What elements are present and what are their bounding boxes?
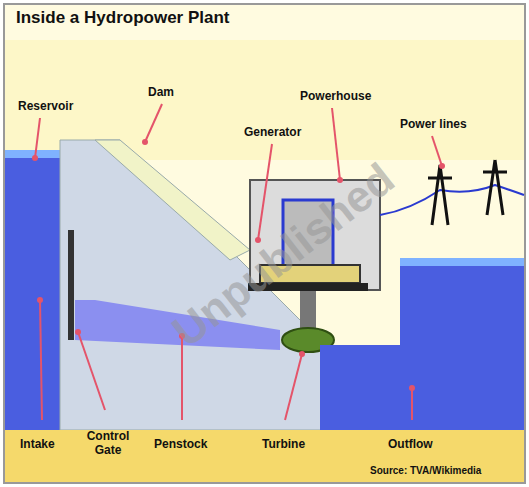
part-label: Power lines — [400, 118, 467, 132]
part-label: Powerhouse — [300, 90, 371, 104]
diagram-title: Inside a Hydropower Plant — [16, 8, 230, 28]
part-label: Control Gate — [80, 430, 136, 458]
part-label: Generator — [244, 126, 301, 140]
part-label: Outflow — [388, 438, 433, 452]
part-label: Reservoir — [18, 100, 73, 114]
part-label: Turbine — [262, 438, 305, 452]
part-label: Dam — [148, 86, 174, 100]
source-credit: Source: TVA/Wikimedia — [370, 465, 481, 477]
part-label: Intake — [20, 438, 55, 452]
part-label: Penstock — [154, 438, 207, 452]
